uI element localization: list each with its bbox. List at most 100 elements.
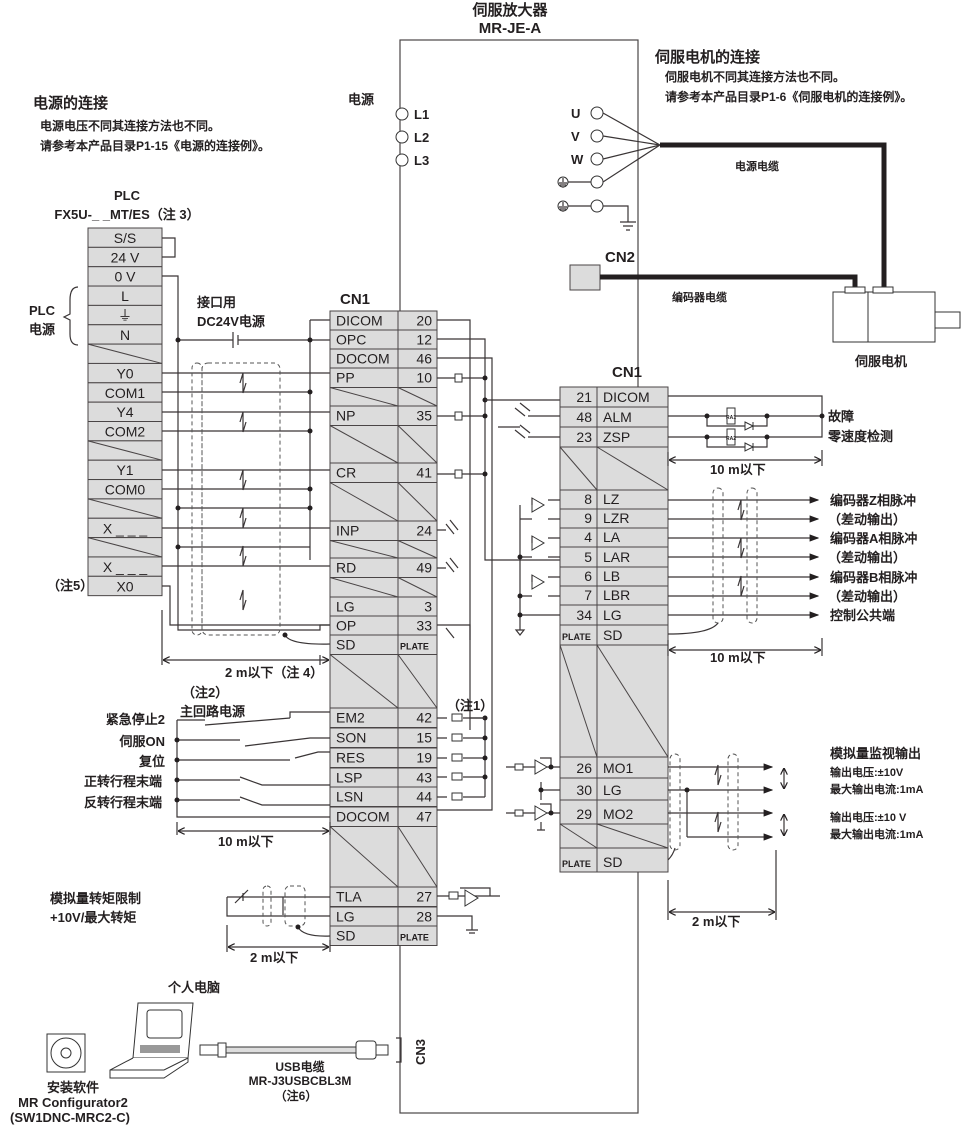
- plc-terminal-label: ⏚: [118, 307, 132, 323]
- power-terminals: L1 L2 L3: [395, 107, 429, 168]
- input-label-lsp: 正转行程末端: [84, 774, 162, 789]
- signal-name: SD: [336, 637, 355, 653]
- pin-number: PLATE: [400, 642, 429, 652]
- plc-terminal-label: COM0: [105, 482, 146, 498]
- software-label-1: 安装软件: [47, 1080, 99, 1095]
- ra2-label: RA2: [726, 436, 736, 442]
- signal-name: LBR: [603, 587, 630, 603]
- input-label-em2: 紧急停止2: [106, 712, 165, 727]
- output-wiring: RA1 RA2 10 m以下 10 m以下: [498, 395, 825, 929]
- supply-label: 电源: [348, 92, 374, 107]
- diagonal-line: [596, 823, 669, 849]
- relay-ra2: [726, 428, 736, 446]
- encoder-label: （差动输出）: [828, 589, 906, 604]
- pin-number: PLATE: [400, 933, 429, 943]
- pin-number: 5: [584, 549, 592, 565]
- software-label-2: MR Configurator2: [18, 1095, 128, 1110]
- pin-number: 30: [576, 782, 592, 798]
- pin-number: 7: [584, 587, 592, 603]
- terminal-l2: L2: [414, 130, 429, 145]
- pin-number: 4: [584, 529, 592, 545]
- signal-name: LG: [603, 607, 622, 623]
- diagonal-line: [559, 823, 598, 849]
- diagonal-line: [329, 577, 399, 598]
- pin-number: 9: [584, 510, 592, 526]
- signal-name: LG: [603, 782, 622, 798]
- cn2-label: CN2: [605, 249, 635, 266]
- signal-name: LZ: [603, 491, 620, 507]
- note-5: （注5）: [47, 578, 93, 593]
- pin-number: 12: [416, 332, 432, 348]
- power-note-2: 请参考本产品目录P1-15《电源的连接例》。: [40, 138, 270, 153]
- mo1-voltage: 输出电压:±10V: [830, 765, 904, 779]
- terminal-l1: L1: [414, 107, 429, 122]
- signal-name: DICOM: [336, 313, 383, 329]
- plc-terminal-label: L: [121, 288, 129, 304]
- motor-label: 伺服电机: [854, 354, 907, 369]
- plc-terminal-label: X _ _ _: [103, 559, 148, 575]
- input-label-res: 复位: [138, 754, 165, 769]
- signal-name: DOCOM: [336, 351, 390, 367]
- pin-number: 24: [416, 523, 432, 539]
- laptop-icon: [109, 1002, 194, 1079]
- pin-number: 8: [584, 491, 592, 507]
- encoder-label: （差动输出）: [828, 512, 906, 527]
- diagonal-line: [329, 540, 399, 559]
- pin-number: 47: [416, 809, 432, 825]
- torque-label-2: +10V/最大转矩: [50, 910, 136, 925]
- pin-number: 19: [416, 750, 432, 766]
- signal-name: RD: [336, 560, 356, 576]
- relay-ra1: [726, 407, 736, 425]
- plc-model: FX5U-_ _MT/ES（注 3）: [54, 207, 199, 222]
- signal-name: LB: [603, 568, 620, 584]
- diagonal-line: [397, 654, 438, 709]
- encoder-output-labels: 编码器Z相脉冲 （差动输出） 编码器A相脉冲 （差动输出） 编码器B相脉冲 （差…: [828, 493, 917, 623]
- plc-power-label-2: 电源: [29, 322, 55, 337]
- signal-name: CR: [336, 465, 356, 481]
- diagonal-line: [596, 446, 669, 491]
- plc-terminal-label: Y4: [116, 404, 133, 420]
- power-note-1: 电源电压不同其连接方法也不同。: [40, 118, 220, 133]
- note-2: （注2）: [182, 685, 228, 700]
- plc-wiring: 2 m以下（注 4）: [161, 237, 331, 680]
- diagonal-line: [87, 440, 163, 461]
- fault-label: 故障: [828, 409, 854, 424]
- pin-number: 21: [576, 389, 592, 405]
- amp-title: 伺服放大器: [471, 1, 548, 19]
- pin-number: 20: [416, 313, 432, 329]
- mo2-voltage: 输出电压:±10 V: [830, 810, 907, 824]
- pin-number: 28: [416, 909, 432, 925]
- pin-number: 46: [416, 351, 432, 367]
- diagonal-line: [329, 425, 399, 464]
- pin-number: 48: [576, 409, 592, 425]
- pin-number: 27: [416, 889, 432, 905]
- encoder-label: 编码器B相脉冲: [830, 570, 917, 585]
- diagonal-line: [596, 644, 669, 758]
- motor-note-1: 伺服电机不同其连接方法也不同。: [664, 69, 845, 84]
- ground-icon: [557, 176, 591, 188]
- plc-cable-length: 2 m以下（注 4）: [225, 665, 323, 680]
- dc24-label-2: DC24V电源: [197, 314, 265, 329]
- input-label-son: 伺服ON: [118, 734, 165, 749]
- pin-number: 6: [584, 568, 592, 584]
- signal-name: DICOM: [603, 389, 650, 405]
- plc-terminal-label: 24 V: [111, 249, 140, 265]
- diagonal-line: [397, 826, 438, 888]
- motor-note-2: 请参考本产品目录P1-6《伺服电机的连接例》。: [665, 89, 912, 104]
- pin-number: 34: [576, 607, 592, 623]
- cn3-connector: [396, 1037, 402, 1063]
- diagonal-line: [397, 540, 438, 559]
- pin-number: 33: [416, 618, 432, 634]
- signal-name: LG: [336, 909, 355, 925]
- torque-cable-length: 2 m以下: [250, 950, 298, 965]
- signal-name: EM2: [336, 710, 365, 726]
- software-label-3: (SW1DNC-MRC2-C): [10, 1110, 130, 1125]
- diagonal-line: [329, 826, 399, 888]
- alarm-cable-length: 10 m以下: [710, 462, 766, 477]
- power-heading: 电源的连接: [33, 94, 108, 112]
- encoder-cable-length: 10 m以下: [710, 650, 766, 665]
- signal-name: OPC: [336, 332, 366, 348]
- terminal-l3: L3: [414, 153, 429, 168]
